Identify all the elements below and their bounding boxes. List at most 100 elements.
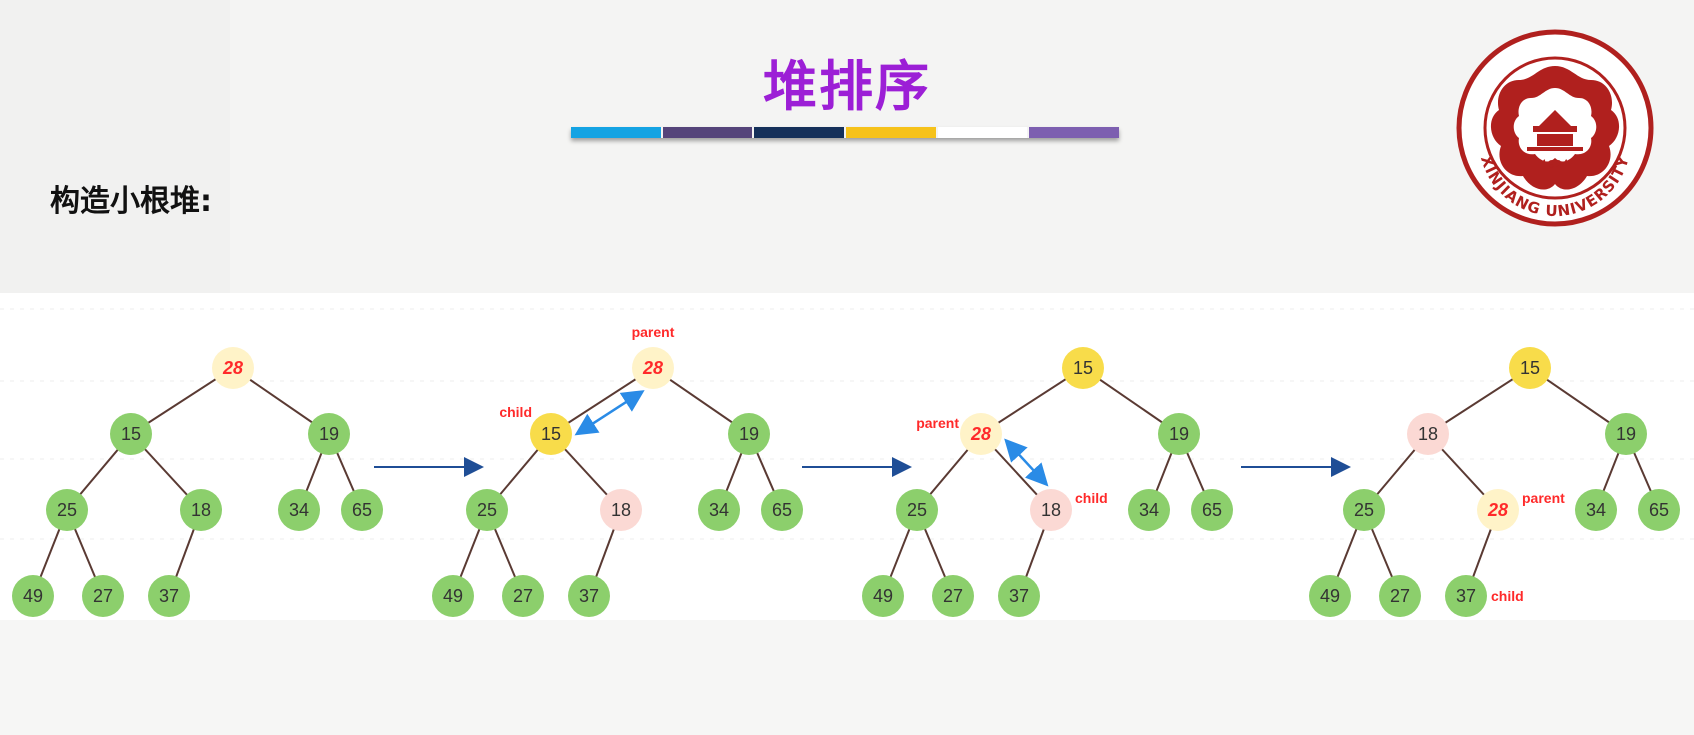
heap-node (530, 413, 572, 455)
heap-node (761, 489, 803, 531)
heap-node (212, 347, 254, 389)
heap-node-value: 28 (970, 424, 991, 444)
heap-node (432, 575, 474, 617)
heap-node-value: 28 (642, 358, 663, 378)
color-segment (937, 127, 1028, 138)
heap-node (502, 575, 544, 617)
heap-node-value: 27 (943, 586, 963, 606)
faint-grid (0, 308, 1694, 540)
heap-node (1445, 575, 1487, 617)
heap-node-value: 37 (579, 586, 599, 606)
seal-year: 1924 (1541, 158, 1569, 171)
heap-node (1128, 489, 1170, 531)
heap-node-value: 27 (93, 586, 113, 606)
heap-node-value: 28 (1487, 500, 1508, 520)
heap-node-value: 34 (709, 500, 729, 520)
heap-node (1062, 347, 1104, 389)
decorative-color-bar (571, 127, 1120, 138)
heap-node (1030, 489, 1072, 531)
color-segment (571, 127, 661, 138)
heap-node-value: 27 (513, 586, 533, 606)
heap-node (1605, 413, 1647, 455)
heap-node (1309, 575, 1351, 617)
heap-node-value: 37 (1009, 586, 1029, 606)
heap-node-value: 25 (57, 500, 77, 520)
heap-node-value: 65 (1649, 500, 1669, 520)
heap-steps-svg: 28 15 19 25 18 34 65 49 27 37 28 15 19 25 18 34 65 49 27 37… (0, 308, 1694, 617)
university-seal-logo: 1924 XINJIANG UNIVERSITY (1456, 29, 1654, 227)
heap-node (1158, 413, 1200, 455)
bottom-band (0, 620, 1694, 735)
child-label: child (499, 404, 532, 420)
heap-node (308, 413, 350, 455)
heap-node-value: 49 (23, 586, 43, 606)
heap-tree-step-2: 28 15 19 25 18 34 65 49 27 37 parent child (432, 324, 803, 617)
heap-node-value: 18 (611, 500, 631, 520)
heap-node (632, 347, 674, 389)
heap-tree-step-4: 15 18 19 25 28 34 65 49 27 37 parent child (1309, 347, 1680, 617)
color-segment (1029, 127, 1120, 138)
heap-node (1407, 413, 1449, 455)
heap-node (1477, 489, 1519, 531)
heap-diagram: 28 15 19 25 18 34 65 49 27 37 28 15 19 25 18 34 65 49 27 37… (0, 293, 1694, 620)
slide-title: 堆排序 (763, 55, 931, 118)
heap-node (960, 413, 1002, 455)
parent-label: parent (1522, 490, 1565, 506)
color-segment (662, 127, 753, 138)
heap-node-value: 15 (121, 424, 141, 444)
heap-node-value: 34 (1586, 500, 1606, 520)
heap-node (148, 575, 190, 617)
heap-node (896, 489, 938, 531)
heap-node (12, 575, 54, 617)
heap-node (46, 489, 88, 531)
heap-node (862, 575, 904, 617)
swap-arrow (1004, 438, 1049, 487)
heap-node-value: 27 (1390, 586, 1410, 606)
heap-node-value: 65 (1202, 500, 1222, 520)
heap-node-value: 19 (319, 424, 339, 444)
child-label: child (1075, 490, 1108, 506)
heap-node (1343, 489, 1385, 531)
heap-node (1575, 489, 1617, 531)
heap-node (180, 489, 222, 531)
heap-node (341, 489, 383, 531)
heap-node-value: 18 (1418, 424, 1438, 444)
heap-node (568, 575, 610, 617)
heap-node-value: 65 (352, 500, 372, 520)
heap-node (932, 575, 974, 617)
heap-node (82, 575, 124, 617)
trees-group: 28 15 19 25 18 34 65 49 27 37 28 15 19 25 18 34 65 49 27 37… (12, 324, 1680, 617)
heap-node (466, 489, 508, 531)
heap-node-value: 18 (191, 500, 211, 520)
heap-node (600, 489, 642, 531)
heap-node-value: 15 (1520, 358, 1540, 378)
swap-arrow (574, 390, 645, 436)
parent-label: parent (916, 415, 959, 431)
heap-node-value: 49 (1320, 586, 1340, 606)
heap-node-value: 15 (541, 424, 561, 444)
heap-node-value: 25 (477, 500, 497, 520)
heap-node-value: 25 (907, 500, 927, 520)
heap-node-value: 49 (873, 586, 893, 606)
heap-node (698, 489, 740, 531)
heap-node-value: 25 (1354, 500, 1374, 520)
heap-node-value: 65 (772, 500, 792, 520)
heap-node-value: 49 (443, 586, 463, 606)
child-label: child (1491, 588, 1524, 604)
color-segment (846, 127, 936, 138)
heap-node-value: 34 (1139, 500, 1159, 520)
heap-node (1191, 489, 1233, 531)
section-heading: 构造小根堆: (50, 184, 212, 219)
heap-node-value: 34 (289, 500, 309, 520)
parent-label: parent (632, 324, 675, 340)
heap-node (998, 575, 1040, 617)
heap-node-value: 19 (739, 424, 759, 444)
heap-node-value: 19 (1169, 424, 1189, 444)
heap-node (1379, 575, 1421, 617)
heap-node-value: 37 (1456, 586, 1476, 606)
heap-node-value: 19 (1616, 424, 1636, 444)
heap-node (278, 489, 320, 531)
heap-node (110, 413, 152, 455)
